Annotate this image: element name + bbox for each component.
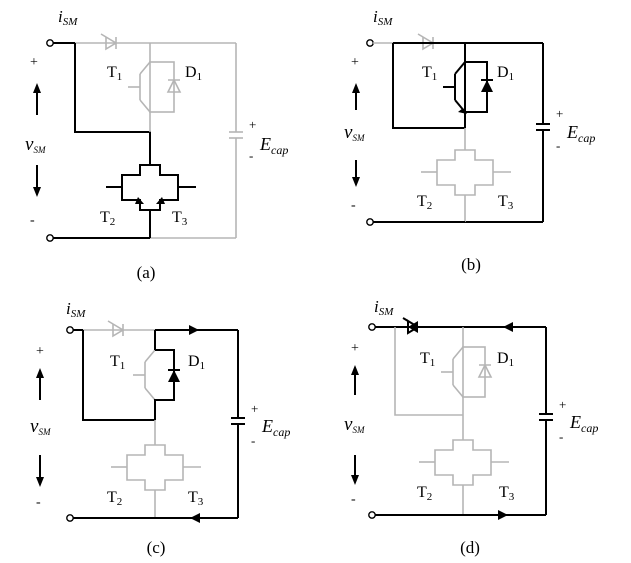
svg-text:iSM: iSM <box>374 297 394 318</box>
minus-sign: - <box>36 495 41 510</box>
svg-text:T3: T3 <box>172 209 188 228</box>
caption-b: (b) <box>461 255 481 274</box>
t3-label: T <box>188 489 198 506</box>
voltage-label: v <box>30 416 39 437</box>
t1-label: T <box>420 350 430 367</box>
d1-label: D <box>497 64 509 81</box>
d1-diode-icon <box>166 78 182 93</box>
svg-text:vSM: vSM <box>30 416 51 437</box>
svg-text:D1: D1 <box>497 64 514 83</box>
svg-text:vSM: vSM <box>344 414 365 435</box>
cap-minus: - <box>249 148 253 163</box>
ecap-label: E <box>569 412 581 432</box>
t3-label: T <box>172 209 182 226</box>
d1-label: D <box>497 350 509 367</box>
t2-t3-switch <box>121 164 179 211</box>
top-diode-icon <box>408 321 418 333</box>
terminal-bottom <box>46 234 54 242</box>
svg-text:iSM: iSM <box>58 7 78 28</box>
t3-label: T <box>498 193 508 210</box>
svg-text:T1: T1 <box>107 64 122 83</box>
caption-c: (c) <box>147 538 166 557</box>
t2-label: T <box>417 484 427 501</box>
svg-text:D1: D1 <box>497 350 514 369</box>
cap-plus: + <box>556 106 563 121</box>
caption-a: (a) <box>137 263 156 282</box>
panel-b <box>352 33 550 226</box>
current-arrow-icon <box>189 325 199 335</box>
panel-d <box>351 317 553 520</box>
svg-text:vSM: vSM <box>344 122 365 143</box>
plus-sign: + <box>351 55 359 70</box>
svg-text:T1: T1 <box>422 64 437 83</box>
svg-text:vSM: vSM <box>25 134 46 155</box>
d1-label: D <box>185 64 197 81</box>
minus-sign: - <box>351 492 356 507</box>
svg-text:T3: T3 <box>498 193 514 212</box>
plus-sign: + <box>351 341 359 356</box>
t2-label: T <box>417 193 427 210</box>
cap-minus: - <box>559 429 563 444</box>
voltage-label: v <box>344 414 353 435</box>
svg-text:T2: T2 <box>417 193 432 212</box>
cap-plus: + <box>251 401 258 416</box>
ecap-label: E <box>259 134 271 154</box>
ecap-label: E <box>566 122 578 142</box>
d1-label: D <box>188 353 200 370</box>
top-diode-icon <box>100 33 118 51</box>
svg-text:T1: T1 <box>110 353 125 372</box>
current-label: i <box>373 7 378 26</box>
panel-a <box>33 33 243 242</box>
plus-sign: + <box>36 344 44 359</box>
cap-plus: + <box>249 117 256 132</box>
cap-plus: + <box>559 397 566 412</box>
t3-label: T <box>499 484 509 501</box>
svg-text:Ecap: Ecap <box>259 134 288 157</box>
current-label: i <box>374 297 379 316</box>
t2-label: T <box>100 209 110 226</box>
caption-d: (d) <box>460 538 480 557</box>
d1-diode-icon <box>481 80 493 92</box>
svg-text:D1: D1 <box>185 64 202 83</box>
current-label: i <box>58 7 63 26</box>
voltage-label: v <box>25 134 34 155</box>
svg-text:iSM: iSM <box>373 7 393 28</box>
voltage-label: v <box>344 122 353 143</box>
t1-label: T <box>422 64 432 81</box>
svg-text:T2: T2 <box>100 209 115 228</box>
t1-label: T <box>110 353 120 370</box>
svg-text:T3: T3 <box>188 489 204 508</box>
svg-text:T1: T1 <box>420 350 435 369</box>
t2-label: T <box>107 489 117 506</box>
minus-sign: - <box>30 213 35 228</box>
cap-minus: - <box>556 138 560 153</box>
svg-text:T3: T3 <box>499 484 515 503</box>
current-return-arrow-icon <box>190 513 200 523</box>
current-path <box>74 43 151 165</box>
svg-text:T2: T2 <box>417 484 432 503</box>
svg-text:Ecap: Ecap <box>569 412 598 435</box>
terminal-top <box>46 39 54 47</box>
svg-text:Ecap: Ecap <box>566 122 595 145</box>
voltage-up-arrow-icon <box>33 83 41 93</box>
svg-text:T2: T2 <box>107 489 122 508</box>
ecap-label: E <box>261 416 273 436</box>
svg-text:iSM: iSM <box>66 299 86 320</box>
cap-minus: - <box>251 433 255 448</box>
current-label: i <box>66 299 71 318</box>
t1-label: T <box>107 64 117 81</box>
panel-c <box>36 320 245 523</box>
plus-sign: + <box>30 55 38 70</box>
svg-text:Ecap: Ecap <box>261 416 290 439</box>
svg-text:D1: D1 <box>188 353 205 372</box>
voltage-down-arrow-icon <box>33 187 41 197</box>
minus-sign: - <box>351 198 356 213</box>
